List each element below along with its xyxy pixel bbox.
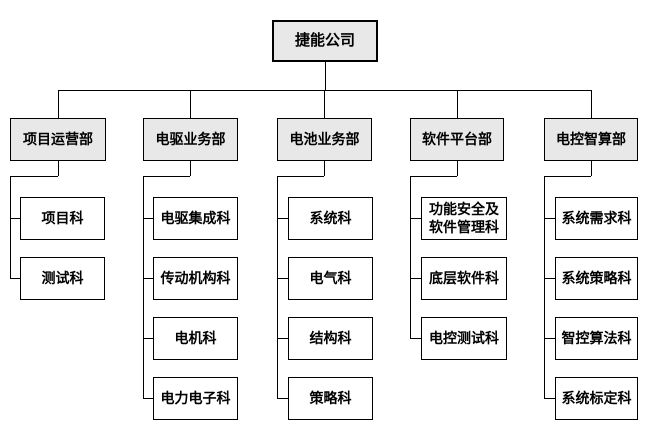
connector-line <box>143 398 153 399</box>
connector-line <box>410 176 411 338</box>
connector-line <box>410 218 421 219</box>
connector-line <box>410 338 421 339</box>
org-node-dept-battery-business[interactable]: 电池业务部 <box>277 118 372 161</box>
org-node-section[interactable]: 功能安全及 软件管理科 <box>421 197 507 240</box>
connector-line <box>277 338 288 339</box>
org-node-section[interactable]: 电气科 <box>288 257 373 300</box>
org-node-section[interactable]: 系统标定科 <box>555 377 638 420</box>
org-node-section[interactable]: 电机科 <box>153 317 238 360</box>
org-node-section[interactable]: 测试科 <box>20 257 105 300</box>
org-node-section[interactable]: 电驱集成科 <box>153 197 238 240</box>
connector-line <box>325 62 326 90</box>
org-node-dept-software-platform[interactable]: 软件平台部 <box>410 118 504 161</box>
connector-line <box>58 161 59 176</box>
connector-line <box>544 338 555 339</box>
connector-line <box>143 338 153 339</box>
org-node-section[interactable]: 系统策略科 <box>555 257 638 300</box>
connector-line <box>10 218 20 219</box>
org-node-section[interactable]: 传动机构科 <box>153 257 238 300</box>
org-node-section[interactable]: 系统科 <box>288 197 373 240</box>
org-node-section[interactable]: 系统需求科 <box>555 197 638 240</box>
org-node-root[interactable]: 捷能公司 <box>272 20 378 62</box>
connector-line <box>10 176 58 177</box>
connector-line <box>277 398 288 399</box>
connector-line <box>324 161 325 176</box>
connector-line <box>190 90 191 118</box>
org-node-section[interactable]: 电控测试科 <box>421 317 507 360</box>
org-node-dept-control-intelligence[interactable]: 电控智算部 <box>544 118 638 161</box>
connector-line <box>10 278 20 279</box>
connector-line <box>58 90 59 118</box>
connector-line <box>58 90 592 91</box>
connector-line <box>277 218 288 219</box>
connector-line <box>277 176 278 398</box>
connector-line <box>457 161 458 176</box>
connector-line <box>544 176 545 398</box>
connector-line <box>277 176 324 177</box>
org-node-section[interactable]: 策略科 <box>288 377 373 420</box>
connector-line <box>410 176 457 177</box>
connector-line <box>143 218 153 219</box>
connector-line <box>143 176 190 177</box>
connector-line <box>410 278 421 279</box>
connector-line <box>544 176 591 177</box>
org-node-section[interactable]: 电力电子科 <box>153 377 238 420</box>
connector-line <box>591 161 592 176</box>
connector-line <box>544 398 555 399</box>
connector-line <box>143 176 144 398</box>
org-node-section[interactable]: 底层软件科 <box>421 257 507 300</box>
org-node-section[interactable]: 结构科 <box>288 317 373 360</box>
connector-line <box>324 90 325 118</box>
org-node-section[interactable]: 智控算法科 <box>555 317 638 360</box>
connector-line <box>457 90 458 118</box>
connector-line <box>143 278 153 279</box>
org-node-section[interactable]: 项目科 <box>20 197 105 240</box>
connector-line <box>190 161 191 176</box>
org-node-dept-project-operations[interactable]: 项目运营部 <box>10 118 106 161</box>
connector-line <box>544 218 555 219</box>
connector-line <box>544 278 555 279</box>
org-node-dept-edrive-business[interactable]: 电驱业务部 <box>143 118 238 161</box>
connector-line <box>277 278 288 279</box>
connector-line <box>10 176 11 278</box>
connector-line <box>591 90 592 118</box>
